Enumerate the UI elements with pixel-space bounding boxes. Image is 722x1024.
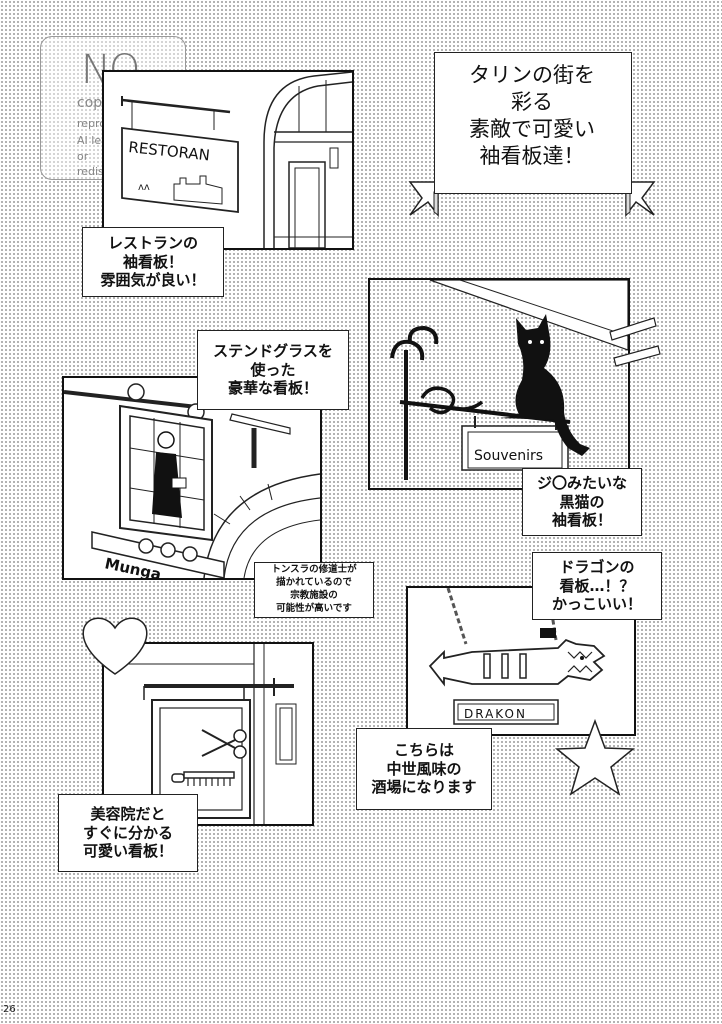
caption-line: ステンドグラスを (213, 341, 333, 360)
caption-line: 中世風味の (386, 759, 462, 778)
title-line: タリンの街を (469, 63, 595, 87)
note-line: 宗教施設の (290, 590, 338, 601)
cat-caption: ジ〇みたいな 黒猫の 袖看板！ (522, 468, 642, 536)
caption-line: すぐに分かる (82, 823, 173, 842)
note-line: トンスラの修道士が (271, 564, 357, 576)
stained-glass-note: トンスラの修道士が 描かれているので 宗教施設の 可能性が高いです (254, 562, 374, 618)
motion-lines (609, 317, 661, 367)
caption-line: 袖看板！ (551, 511, 612, 530)
caption-line: 豪華な看板！ (227, 379, 318, 398)
cat-sign-text: Souvenirs (474, 448, 543, 464)
stained-glass-caption: ステンドグラスを 使った 豪華な看板！ (197, 330, 349, 410)
caption-line: 黒猫の (559, 492, 605, 511)
caption-line: 美容院だと (90, 804, 166, 823)
caption-line: 袖看板！ (122, 252, 183, 271)
caption-line: 雰囲気が良い！ (100, 271, 206, 290)
caption-line: ドラゴンの (559, 557, 635, 576)
title-banner (434, 52, 632, 194)
title-line: 袖看板達！ (479, 144, 585, 168)
caption-line: ジ〇みたいな (536, 473, 627, 492)
star-icon (554, 718, 636, 796)
title-line: 素敵で可愛い (469, 117, 595, 141)
dragon-caption: ドラゴンの 看板…！？ かっこいい！ (532, 552, 662, 620)
title-line: 彩る (511, 90, 553, 114)
caption-line: こちらは (393, 740, 454, 759)
stained-glass-illustration: Munga (64, 383, 320, 578)
salon-caption: 美容院だと すぐに分かる 可愛い看板！ (58, 794, 198, 872)
caption-line: 使った (250, 360, 296, 379)
dragon-sign-text: DRAKON (464, 707, 527, 721)
restaurant-caption: レストランの 袖看板！ 雰囲気が良い！ (82, 227, 224, 297)
caption-line: 可愛い看板！ (82, 842, 173, 861)
svg-text:ᴧᴧ: ᴧᴧ (138, 182, 150, 193)
page-title: タリンの街を 彩る 素敵で可愛い 袖看板達！ (434, 62, 630, 170)
note-line: 描かれているので (276, 577, 352, 589)
caption-line: 看板…！？ (559, 576, 635, 595)
note-line: 可能性が高いです (276, 602, 352, 614)
dragon-illustration: DRAKON (428, 588, 606, 725)
caption-line: レストランの (107, 233, 198, 252)
watermark-line: or (77, 150, 89, 163)
heart-icon (82, 617, 148, 675)
cat-sign-panel: Souvenirs (368, 278, 630, 490)
stained-glass-panel: Munga (62, 376, 322, 580)
restaurant-illustration: RESTORAN ᴧᴧ (121, 72, 352, 248)
cat-illustration: Souvenirs (390, 280, 628, 480)
caption-line: 酒場になります (371, 778, 477, 797)
restaurant-sign-panel: RESTORAN ᴧᴧ (102, 70, 354, 250)
page-number: 26 (3, 1004, 16, 1015)
caption-line: かっこいい！ (551, 595, 642, 614)
dragon-note: こちらは 中世風味の 酒場になります (356, 728, 492, 810)
